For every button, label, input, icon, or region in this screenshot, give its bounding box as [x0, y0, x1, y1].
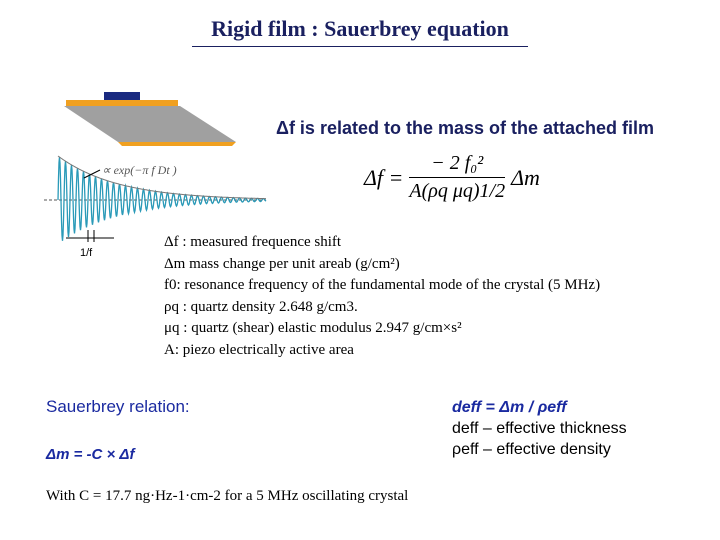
- equation-denominator: A(ρq μq)1/2: [409, 180, 506, 202]
- period-label: 1/f: [80, 247, 93, 259]
- crystal-illustration: [64, 92, 236, 146]
- quartz-crystal: [64, 106, 236, 142]
- equation-rhs: Δm: [511, 164, 540, 190]
- sauerbrey-label: Sauerbrey relation:: [46, 397, 190, 416]
- definitions-list: Δf : measured frequence shift Δm mass ch…: [164, 232, 600, 361]
- top-electrode: [66, 100, 178, 106]
- damped-oscillation-plot: ∝ exp(−π f Dt ) 1/f: [44, 155, 267, 259]
- bottom-electrode: [118, 142, 236, 146]
- equation-fraction: − 2 f₀² A(ρq μq)1/2: [409, 152, 506, 203]
- definition-item: A: piezo electrically active area: [164, 341, 354, 358]
- attached-film: [104, 92, 140, 100]
- title-underline: [192, 46, 528, 47]
- decay-annotation: ∝ exp(−π f Dt ): [102, 163, 177, 177]
- equation-numerator: − 2 f₀²: [431, 152, 484, 174]
- definition-item: Δm mass change per unit areab (g/cm²): [164, 255, 400, 272]
- headline: Δf is related to the mass of the attache…: [276, 118, 655, 138]
- effective-thickness-block: deff = Δm / ρeff deff – effective thickn…: [452, 397, 627, 460]
- definition-item: μq : quartz (shear) elastic modulus 2.94…: [164, 320, 462, 336]
- definition-item: Δf : measured frequence shift: [164, 234, 342, 250]
- decay-envelope: [57, 155, 266, 200]
- mass-change-equation: Δm = -C × Δf: [46, 446, 135, 463]
- definition-item: ρq : quartz density 2.648 g/cm3.: [164, 298, 358, 315]
- equation-lhs: Δf =: [364, 164, 404, 190]
- sauerbrey-equation: Δf = − 2 f₀² A(ρq μq)1/2 Δm: [364, 152, 540, 203]
- page-title: Rigid film : Sauerbrey equation: [211, 16, 509, 41]
- oscillation-wave: [57, 157, 267, 241]
- deff-thickness: deff – effective thickness: [452, 420, 627, 437]
- constant-note: With C = 17.7 ng·Hz-1·cm-2 for a 5 MHz o…: [46, 488, 409, 504]
- annotation-arrow: [83, 169, 101, 179]
- deff-equation: deff = Δm / ρeff: [452, 399, 567, 416]
- deff-density: ρeff – effective density: [452, 441, 611, 458]
- definition-item: f0: resonance frequency of the fundament…: [164, 277, 601, 293]
